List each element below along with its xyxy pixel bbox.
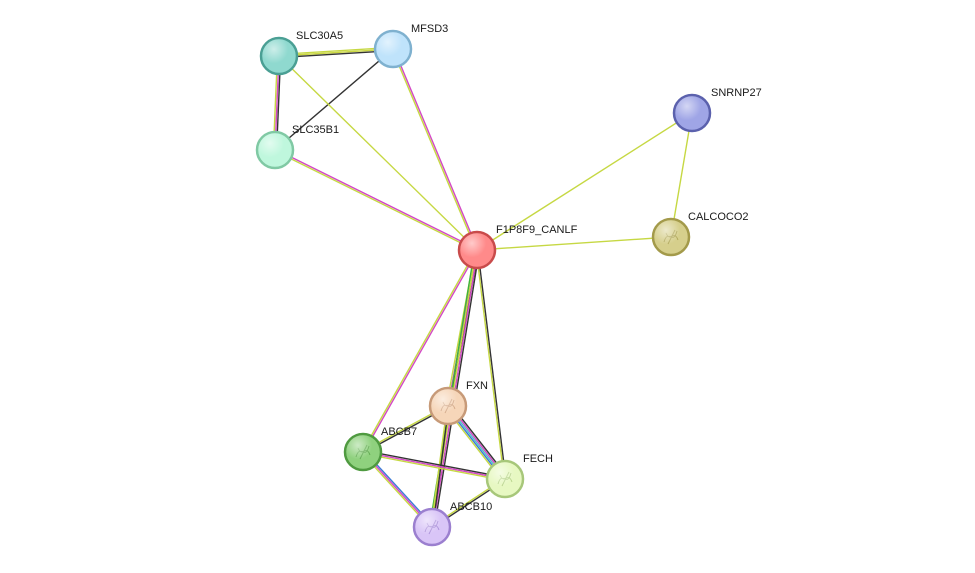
- node-slc30a5[interactable]: SLC30A5: [259, 30, 343, 76]
- edge-evidence-line: [275, 148, 478, 250]
- node-fech[interactable]: FECH: [485, 453, 553, 499]
- edge-evidence-line: [362, 451, 506, 480]
- edge-evidence-line: [476, 112, 693, 251]
- edge-f1p8f9_canlf-abcb7[interactable]: [361, 249, 479, 453]
- edges-layer: [272, 46, 693, 529]
- node-label: FXN: [466, 380, 488, 392]
- edge-mfsd3-f1p8f9_canlf[interactable]: [391, 48, 479, 251]
- edge-evidence-line: [362, 452, 505, 482]
- node-highlight: [346, 435, 380, 469]
- edge-evidence-line: [476, 236, 672, 251]
- node-highlight: [431, 389, 465, 423]
- node-highlight: [415, 510, 449, 544]
- edge-evidence-line: [363, 449, 506, 479]
- edge-abcb7-fech[interactable]: [362, 449, 506, 482]
- node-label: F1P8F9_CANLF: [496, 224, 578, 236]
- edge-snrnp27-calcoco2[interactable]: [670, 112, 693, 238]
- edge-evidence-line: [393, 48, 479, 250]
- node-highlight: [675, 96, 709, 130]
- node-abcb10[interactable]: ABCB10: [412, 501, 492, 547]
- edge-slc35b1-f1p8f9_canlf[interactable]: [274, 148, 478, 252]
- node-abcb7[interactable]: ABCB7: [343, 426, 417, 472]
- edge-evidence-line: [475, 250, 505, 480]
- edge-mfsd3-slc35b1[interactable]: [274, 48, 394, 151]
- node-label: SNRNP27: [711, 87, 762, 99]
- edge-evidence-line: [363, 250, 479, 453]
- node-calcoco2[interactable]: CALCOCO2: [651, 211, 749, 257]
- node-highlight: [488, 462, 522, 496]
- node-label: SLC30A5: [296, 30, 343, 42]
- node-slc35b1[interactable]: SLC35B1: [255, 124, 339, 170]
- node-mfsd3[interactable]: MFSD3: [373, 23, 448, 69]
- node-highlight: [262, 39, 296, 73]
- edge-evidence-line: [433, 250, 481, 528]
- node-f1p8f9_canlf[interactable]: F1P8F9_CANLF: [457, 224, 578, 270]
- node-label: ABCB10: [450, 501, 492, 513]
- edge-snrnp27-f1p8f9_canlf[interactable]: [476, 112, 693, 251]
- edge-evidence-line: [274, 48, 394, 151]
- node-highlight: [258, 133, 292, 167]
- edge-evidence-line: [274, 150, 477, 252]
- node-label: ABCB7: [381, 426, 417, 438]
- edge-evidence-line: [391, 49, 477, 251]
- edge-f1p8f9_canlf-fech[interactable]: [475, 249, 507, 480]
- node-label: CALCOCO2: [688, 211, 749, 223]
- node-label: FECH: [523, 453, 553, 465]
- node-fxn[interactable]: FXN: [428, 380, 488, 426]
- edge-calcoco2-f1p8f9_canlf[interactable]: [476, 236, 672, 251]
- edge-evidence-line: [278, 55, 478, 251]
- edge-evidence-line: [670, 112, 693, 238]
- node-label: SLC35B1: [292, 124, 339, 136]
- node-highlight: [654, 220, 688, 254]
- edge-slc30a5-f1p8f9_canlf[interactable]: [278, 55, 478, 251]
- node-label: MFSD3: [411, 23, 448, 35]
- edge-evidence-line: [477, 249, 507, 479]
- node-highlight: [460, 233, 494, 267]
- node-snrnp27[interactable]: SNRNP27: [672, 87, 762, 133]
- node-highlight: [376, 32, 410, 66]
- edge-evidence-line: [361, 249, 477, 452]
